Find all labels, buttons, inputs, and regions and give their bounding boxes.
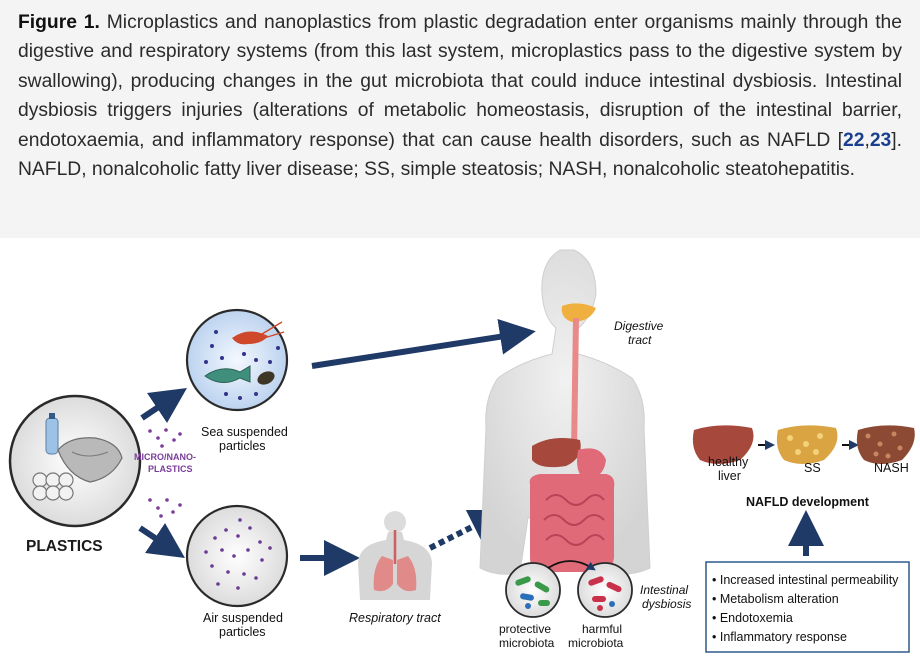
- sea-group: Sea suspended particles: [185, 308, 289, 453]
- nash-label: NASH: [874, 461, 909, 475]
- digestive-label-1: Digestive: [614, 319, 664, 333]
- sea-circle: [185, 308, 289, 412]
- harmful-bacteria-icon: [588, 576, 622, 611]
- fish-icon: [204, 365, 251, 383]
- sea-particles: [204, 330, 280, 400]
- injury-item-4: • Inflammatory response: [712, 630, 847, 644]
- air-group: Air suspended particles: [185, 504, 289, 639]
- harmful-microbiota-circle: [577, 562, 633, 618]
- bottle-cap-icon: [49, 413, 55, 419]
- lung-right-icon: [397, 556, 417, 592]
- respiratory-head: [384, 511, 406, 533]
- protective-bacteria-icon: [515, 576, 550, 609]
- air-particles: [204, 518, 272, 590]
- sea-label-1: Sea suspended: [201, 425, 288, 439]
- protective-label-2: microbiota: [499, 636, 555, 650]
- caption-part-2: ]. NAFLD, nonalcoholic fatty liver disea…: [18, 129, 902, 181]
- figure-caption: Figure 1. Microplastics and nanoplastics…: [0, 0, 920, 238]
- mussel-icon: [257, 371, 275, 385]
- dysbiosis-shift-arrow: [547, 560, 596, 571]
- injury-item-1: • Increased intestinal permeability: [712, 573, 899, 587]
- plastics-group: PLASTICS: [8, 394, 142, 555]
- air-label-2: particles: [219, 625, 266, 639]
- intestinal-label-2: dysbiosis: [642, 597, 691, 611]
- healthy-liver-label-2: liver: [718, 469, 741, 483]
- bottle-icon: [45, 417, 59, 455]
- mouth-icon: [561, 303, 596, 322]
- reference-separator: ,: [864, 129, 870, 151]
- injuries-box-border: [705, 561, 910, 653]
- stomach-icon: [577, 448, 606, 480]
- particles-lower: [148, 498, 182, 518]
- harmful-label-1: harmful: [582, 622, 622, 636]
- micro-nano-label-1: MICRO/NANO-: [134, 452, 196, 462]
- micro-nano-label-2: PLASTICS: [148, 464, 193, 474]
- reference-link-23[interactable]: 23: [869, 129, 892, 151]
- plastics-label: PLASTICS: [26, 538, 103, 555]
- esophagus-icon: [571, 317, 579, 453]
- caption-text: Figure 1. Microplastics and nanoplastics…: [18, 8, 902, 184]
- intestinal-label-1: Intestinal: [640, 583, 688, 597]
- sea-label-2: particles: [219, 439, 266, 453]
- air-circle: [185, 504, 289, 608]
- respiratory-group: Respiratory tract: [349, 511, 441, 625]
- air-label-1: Air suspended: [203, 611, 283, 625]
- arrow-to-air: [138, 523, 185, 558]
- figure-illustration: PLASTICS MICRO/NANO- PLASTICS Sea suspen…: [0, 238, 920, 659]
- healthy-liver-label-1: healthy: [708, 455, 749, 469]
- injury-item-3: • Endotoxemia: [712, 611, 793, 625]
- microbiota-group: protective microbiota harmful microbiota…: [499, 560, 691, 650]
- human-body-group: Digestive tract: [479, 249, 664, 575]
- injuries-box: • Increased intestinal permeability • Me…: [705, 561, 910, 653]
- intestine-icon: [529, 474, 615, 572]
- six-pack-rings-icon: [32, 472, 74, 501]
- ss-label: SS: [804, 461, 821, 475]
- shrimp-icon: [232, 331, 268, 345]
- figure-label: Figure 1.: [18, 12, 100, 33]
- nafld-development-label: NAFLD development: [746, 495, 870, 509]
- protective-label-1: protective: [499, 622, 551, 636]
- arrow-to-sea: [140, 388, 187, 423]
- figure-svg: PLASTICS MICRO/NANO- PLASTICS Sea suspen…: [8, 249, 915, 653]
- liver-progression-group: healthy liver SS NASH NAFLD development: [692, 425, 915, 509]
- harmful-label-2: microbiota: [568, 636, 624, 650]
- healthy-liver-icon: [692, 425, 754, 464]
- arrow-respiratory-to-gut: [428, 509, 507, 551]
- reference-link-22[interactable]: 22: [843, 129, 865, 151]
- caption-part-1: Microplastics and nanoplastics from plas…: [18, 12, 903, 151]
- injury-item-2: • Metabolism alteration: [712, 592, 839, 606]
- plastic-bag-icon: [57, 437, 123, 483]
- digestive-label-2: tract: [628, 333, 652, 347]
- respiratory-label: Respiratory tract: [349, 611, 441, 625]
- nash-liver-icon: [856, 425, 915, 464]
- protective-microbiota-circle: [505, 562, 561, 618]
- arrow-sea-to-digestive: [311, 318, 536, 369]
- body-liver-icon: [532, 438, 581, 468]
- lung-left-icon: [373, 556, 393, 592]
- particles-upper: [148, 428, 182, 448]
